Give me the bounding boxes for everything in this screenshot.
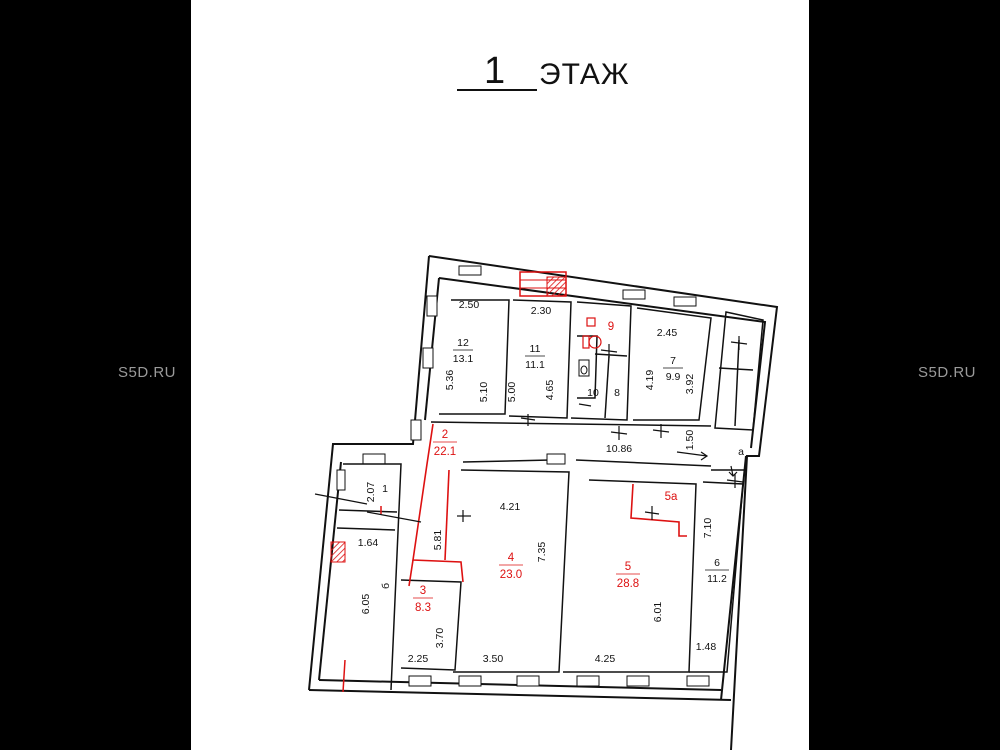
room-1-number: 1	[382, 483, 388, 495]
room-labels: 12 13.1 11 11.1 9 10 8 7 9.9 2 22.1 1 3 …	[380, 321, 744, 614]
dim-7-35: 7.35	[536, 542, 548, 563]
room-4-number: 4	[508, 552, 515, 564]
room-5a-number: 5а	[665, 491, 678, 503]
red-room-outlines	[408, 423, 687, 587]
room-4-area: 23.0	[500, 569, 522, 581]
dim-5-00: 5.00	[506, 382, 518, 403]
room-9-number: 9	[608, 321, 614, 333]
floor-word: ЭТАЖ	[539, 58, 630, 91]
dim-4-25: 4.25	[595, 653, 616, 665]
floor-title: 1 ЭТАЖ	[191, 0, 809, 120]
dim-6-05: 6.05	[360, 594, 372, 615]
dim-5-81: 5.81	[432, 530, 444, 551]
dim-4-65: 4.65	[544, 380, 556, 401]
dim-5-10: 5.10	[478, 382, 490, 403]
room-2-area: 22.1	[434, 446, 456, 458]
room-7-number: 7	[670, 355, 676, 367]
room-b-number: б	[380, 583, 392, 589]
dim-1-50: 1.50	[684, 430, 696, 451]
floor-plan-drawing: 12 13.1 11 11.1 9 10 8 7 9.9 2 22.1 1 3 …	[308, 255, 779, 750]
toilet-fixture-icon	[582, 317, 602, 349]
dim-1-48: 1.48	[696, 641, 717, 653]
floor-plan-sheet: 1 ЭТАЖ	[191, 0, 809, 750]
room-12-area: 13.1	[453, 353, 474, 365]
dim-2-07: 2.07	[365, 482, 377, 503]
room-6-number: 6	[714, 557, 720, 569]
room-3-number: 3	[420, 585, 426, 597]
dim-2-25: 2.25	[408, 653, 429, 665]
watermark-right: S5D.RU	[918, 364, 977, 381]
floor-number: 1	[484, 50, 506, 92]
dim-6-01: 6.01	[652, 602, 664, 623]
dim-5-36: 5.36	[444, 370, 456, 391]
dimension-labels: 2.50 2.30 2.45 5.36 5.10 5.00 4.65 4.19 …	[358, 299, 717, 665]
dim-2-50: 2.50	[459, 299, 480, 311]
room-11-number: 11	[530, 343, 541, 355]
room-8-number: 8	[614, 387, 620, 399]
lower-partitions	[336, 463, 744, 691]
room-10-number: 10	[587, 387, 599, 399]
dim-3-92: 3.92	[684, 374, 696, 395]
floor-number-underline	[457, 89, 537, 91]
dim-10-86: 10.86	[606, 443, 632, 455]
dim-3-50: 3.50	[483, 653, 504, 665]
top-red-stair	[519, 271, 567, 297]
dim-2-45: 2.45	[657, 327, 678, 339]
dim-4-21: 4.21	[500, 501, 521, 513]
dim-3-70: 3.70	[434, 628, 446, 649]
watermark-left: S5D.RU	[118, 364, 177, 381]
door-ticks	[314, 336, 748, 523]
room-5-number: 5	[625, 561, 631, 573]
room-7-area: 9.9	[666, 371, 681, 383]
left-red-hatch	[330, 541, 346, 563]
dim-4-19: 4.19	[644, 370, 656, 391]
dim-1-64: 1.64	[358, 537, 379, 549]
red-ticks	[342, 506, 382, 693]
bottom-windows	[408, 453, 710, 687]
room-3-area: 8.3	[415, 602, 431, 614]
room-6-area: 11.2	[707, 573, 727, 585]
dim-2-30: 2.30	[531, 305, 552, 317]
room-2-number: 2	[442, 429, 448, 441]
room-12-number: 12	[457, 337, 469, 349]
corridor-lines	[430, 421, 747, 471]
top-row-partitions	[439, 299, 764, 431]
room-11-area: 11.1	[525, 359, 545, 371]
room-a-number: а	[738, 446, 744, 458]
toilet-fixture-black-icon	[578, 359, 590, 377]
dim-7-10: 7.10	[702, 518, 714, 539]
top-windows	[336, 265, 697, 491]
room-5-area: 28.8	[617, 578, 639, 590]
